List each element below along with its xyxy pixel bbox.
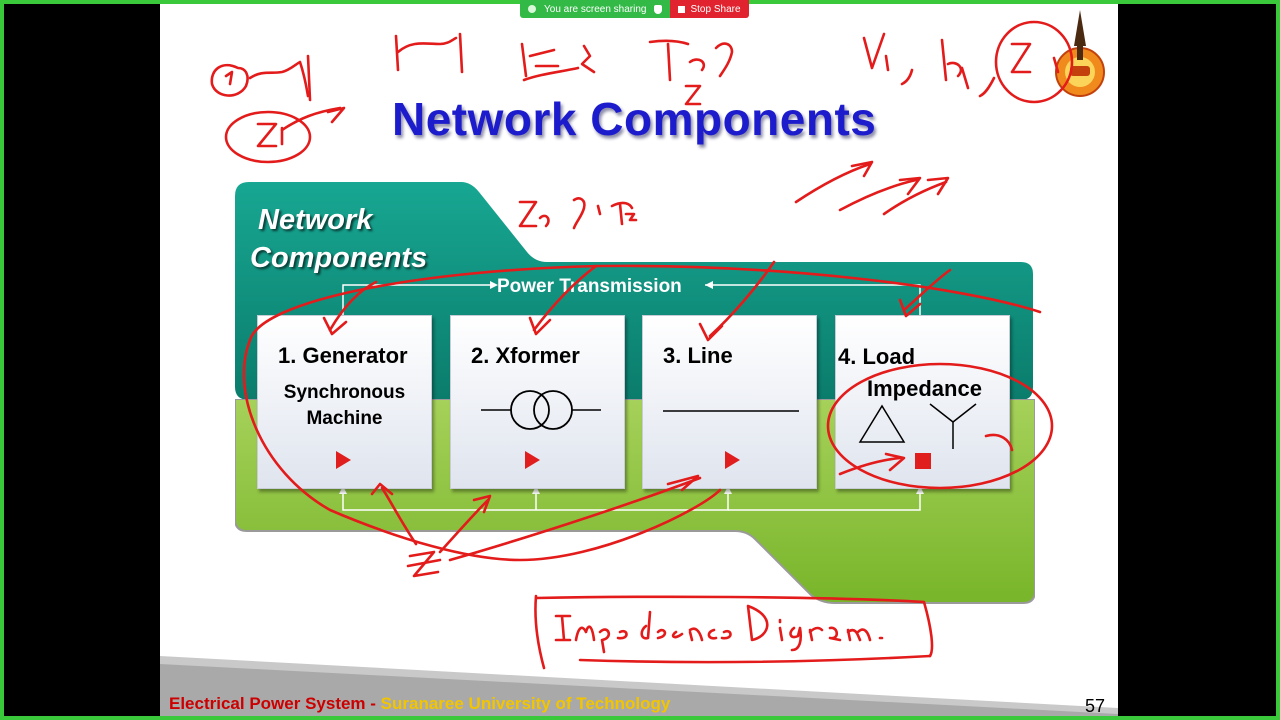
card-subtitle-line1: Synchronous: [283, 382, 406, 403]
card-subtitle-line2: Machine: [306, 408, 383, 429]
play-icon[interactable]: [525, 451, 540, 469]
play-icon[interactable]: [336, 451, 351, 469]
stop-share-label: Stop Share: [690, 3, 741, 15]
load-symbols-icon: [858, 403, 977, 449]
stop-icon[interactable]: [915, 453, 931, 469]
stop-icon: [678, 5, 686, 13]
card-generator[interactable]: 1. Generator Synchronous Machine: [257, 315, 432, 489]
card-title: 1. Generator: [278, 343, 408, 368]
slide-footer: Electrical Power System - Suranaree Univ…: [169, 694, 670, 714]
footer-university: Suranaree University of Technology: [380, 694, 671, 713]
page-number: 57: [1085, 696, 1106, 716]
footer-separator: -: [365, 694, 381, 713]
card-xformer[interactable]: 2. Xformer: [450, 315, 625, 489]
screen-share-toolbar: You are screen sharing Stop Share: [520, 0, 749, 18]
card-title: 3. Line: [663, 343, 733, 368]
card-load[interactable]: 4. Load Impedance: [835, 315, 1010, 489]
card-title: 4. Load: [838, 344, 916, 369]
play-icon[interactable]: [725, 451, 740, 469]
share-status: You are screen sharing: [520, 0, 671, 18]
line-symbol-icon: [663, 410, 799, 412]
card-line[interactable]: 3. Line: [642, 315, 817, 489]
share-status-icon: [528, 5, 536, 13]
shield-icon: [654, 4, 663, 14]
share-status-text: You are screen sharing: [544, 3, 647, 15]
slide-bottom-shading: [160, 656, 1118, 716]
section-label-line1: Network: [258, 204, 373, 236]
card-title: 2. Xformer: [471, 343, 580, 368]
screen-share-border-right: [1276, 0, 1280, 720]
slide-title: Network Components: [392, 93, 877, 145]
presentation-slide: Network Components Network Components: [160, 4, 1118, 716]
transformer-symbol-icon: [481, 390, 601, 430]
screen-share-border-bottom: [0, 716, 1280, 720]
power-transmission-label: Power Transmission: [497, 276, 682, 297]
stop-share-button[interactable]: Stop Share: [670, 0, 749, 18]
card-subtitle-line1: Impedance: [867, 376, 982, 401]
screen-share-border-left: [0, 0, 4, 720]
footer-course: Electrical Power System: [169, 694, 366, 713]
